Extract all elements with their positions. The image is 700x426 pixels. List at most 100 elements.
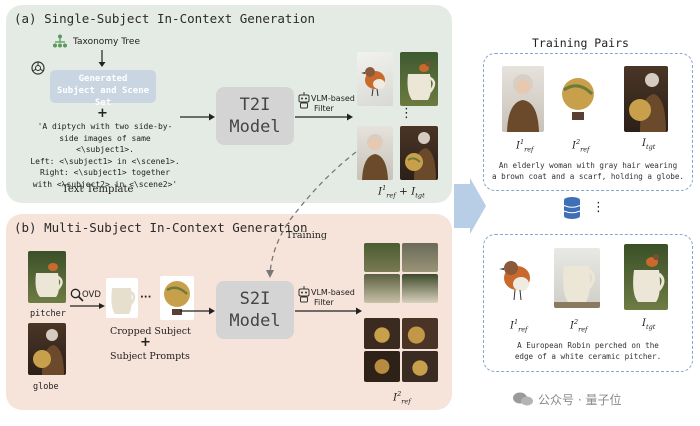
training-label: Training: [286, 230, 327, 241]
pair1-caption: An elderly woman with gray hair wearing …: [486, 160, 690, 182]
pair1-label-1: I1ref: [516, 138, 533, 153]
p1l2-i: I: [572, 140, 576, 152]
ovd-label: OVD: [82, 290, 101, 300]
plus-sign-b: +: [140, 335, 151, 350]
globe-label: globe: [33, 382, 59, 392]
big-right-arrow: [454, 178, 486, 234]
pair1-ref2-image: [556, 66, 600, 132]
dots-a: ⋮: [400, 106, 413, 121]
p2l3-sub: tgt: [645, 323, 656, 331]
pair1-label-3: Itgt: [642, 138, 655, 151]
dots-b: ···: [140, 292, 152, 303]
p2l2-i: I: [570, 320, 574, 332]
pair1-tgt-illustration: [629, 73, 666, 132]
pitcher-with-robin-image: [400, 52, 438, 106]
wechat-icon: [513, 392, 533, 406]
template-line-1: 'A diptych with two side-by-: [37, 122, 173, 131]
filter-a-line-2: Filter: [314, 104, 334, 113]
text-template-label: Text Template: [62, 184, 134, 195]
pair1-ref2-illustration: [562, 78, 594, 120]
p2l2-sup: 2: [573, 318, 579, 326]
pair1-tgt-image: [624, 66, 668, 132]
woman-with-globe-image: [400, 126, 438, 180]
robin-illustration: [361, 67, 385, 97]
woman-with-globe-illustration: [405, 132, 436, 180]
cropped-globe-image: [160, 276, 194, 320]
pair1-caption-line-1: An elderly woman with gray hair wearing: [498, 161, 678, 170]
filter-b-line-1: VLM-based: [311, 288, 355, 297]
globe-output-1: [364, 318, 400, 349]
subject-prompts-label: Subject Prompts: [110, 351, 190, 362]
filter-a-line-1: VLM-based: [311, 94, 355, 103]
watermark-text: 公众号 · 量子位: [538, 393, 622, 407]
robot-icon: [298, 92, 310, 109]
pair2-tgt-image: [624, 244, 668, 310]
globe-input-illustration: [33, 329, 64, 375]
woman-image: [357, 126, 393, 180]
pair2-caption: A European Robin perched on the edge of …: [486, 340, 690, 362]
filter-b-line-2: Filter: [314, 298, 334, 307]
p1l1-sub: ref: [524, 145, 534, 154]
template-line-2: side images of same <\subject1>.: [59, 133, 151, 155]
pair2-ref2-image: [554, 248, 600, 308]
pitcher-with-robin-illustration: [407, 61, 436, 100]
t2i-model-box: T2I Model: [216, 87, 294, 145]
training-dashed-arrow: [266, 151, 357, 278]
p1l2-sub: ref: [580, 145, 590, 154]
pair2-label-2: I2ref: [570, 318, 587, 333]
template-line-4: Right: <\subject1> together: [39, 168, 171, 177]
s2i-label: S2I: [239, 289, 271, 309]
p1l1-i: I: [516, 140, 520, 152]
pair2-caption-line-1: A European Robin perched on the: [517, 341, 659, 350]
pitcher-output-2: [402, 243, 438, 272]
cropped-pitcher-illustration: [111, 288, 136, 314]
database-icon: [563, 197, 581, 219]
pair1-caption-line-2: a brown coat and a scarf, holding a glob…: [491, 172, 685, 181]
out-a-sub2: tgt: [415, 191, 425, 200]
arrow-to-t2i: [180, 113, 215, 121]
p2l1-sub: ref: [518, 325, 528, 334]
cropped-subject-label: Cropped Subject: [110, 326, 191, 337]
llm-icon: [31, 61, 45, 75]
globe-output-3: [364, 351, 400, 382]
woman-illustration: [362, 134, 388, 180]
pair1-ref1-illustration: [507, 74, 539, 132]
t2i-model-word: Model: [229, 117, 281, 137]
generated-set-box: Generated Subject and Scene Set: [50, 70, 156, 108]
globe-output-2: [402, 318, 438, 349]
s2i-model-box: S2I Model: [216, 281, 294, 339]
plus-sign-a: +: [97, 106, 108, 121]
output-label-a: I1ref + Itgt: [378, 184, 425, 200]
s2i-model-word: Model: [229, 311, 281, 331]
pair2-caption-line-2: edge of a white ceramic pitcher.: [514, 352, 662, 361]
filter-label-a: VLM-based Filter: [311, 94, 355, 114]
pitcher-output-3: [364, 274, 400, 303]
out-a-sub: ref: [386, 191, 396, 200]
generated-box-line-1: Generated: [78, 74, 128, 84]
cropped-pitcher-image: [106, 278, 138, 318]
robot-icon-b: [298, 286, 310, 303]
dots-pairs: ⋮: [592, 200, 605, 215]
pitcher-output-4: [402, 274, 438, 303]
filter-label-b: VLM-based Filter: [311, 288, 355, 308]
out-b-sup: 2: [397, 390, 402, 398]
arrow-to-outputs-a: [295, 113, 353, 121]
panel-a-title: (a) Single-Subject In-Context Generation: [14, 11, 316, 26]
magnifier-icon: [70, 288, 84, 302]
arrow-to-outputs-b: [295, 307, 362, 315]
pair1-label-2: I2ref: [572, 138, 589, 153]
output-label-b: I2ref: [393, 390, 411, 406]
pair2-tgt-illustration: [633, 254, 665, 302]
p2l3-i: I: [642, 318, 646, 329]
taxonomy-label: Taxonomy Tree: [73, 37, 140, 47]
p2l2-sub: ref: [578, 325, 588, 334]
text-template: 'A diptych with two side-by- side images…: [30, 121, 180, 190]
out-a-rest: + I: [395, 185, 416, 198]
pair2-ref1-illustration: [499, 261, 530, 301]
template-line-5: with <\subject2> in <\scene2>': [32, 179, 178, 189]
pair2-ref1-image: [495, 248, 539, 308]
training-pair-2: [483, 234, 693, 372]
pitcher-output-1: [364, 243, 400, 272]
p1l2-sup: 2: [575, 138, 581, 146]
globe-output-grid: [364, 318, 438, 382]
